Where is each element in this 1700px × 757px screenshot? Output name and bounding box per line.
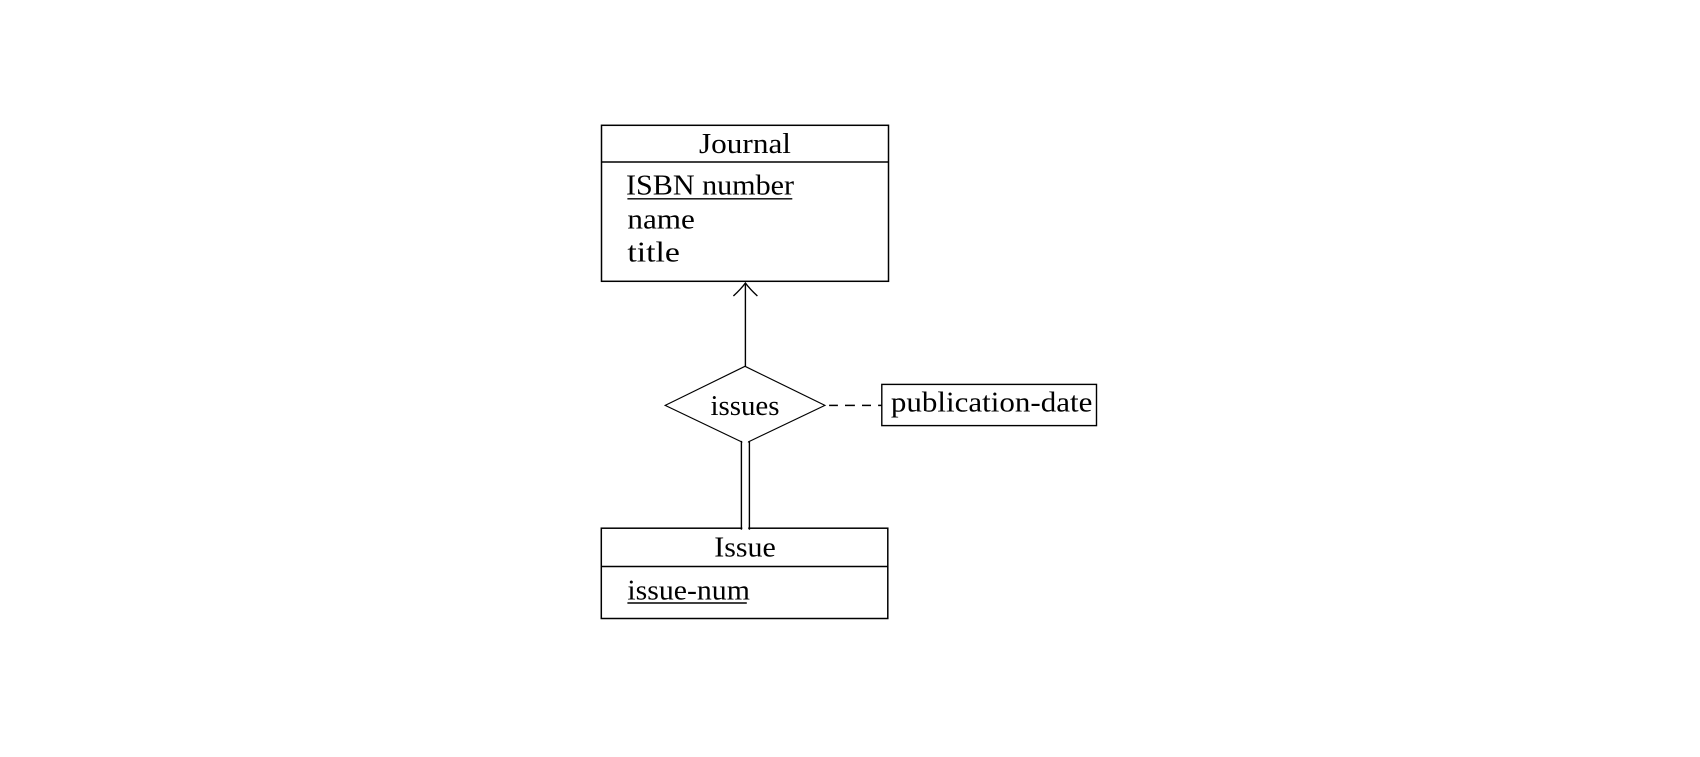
svg-text:issue-num: issue-num (627, 575, 750, 606)
svg-text:Journal: Journal (699, 129, 791, 160)
svg-text:Issue: Issue (714, 533, 776, 564)
svg-text:name: name (627, 205, 695, 236)
svg-text:title: title (627, 238, 680, 269)
svg-text:ISBN number: ISBN number (626, 170, 795, 201)
svg-text:publication-date: publication-date (891, 388, 1093, 419)
svg-text:issues: issues (711, 391, 780, 422)
